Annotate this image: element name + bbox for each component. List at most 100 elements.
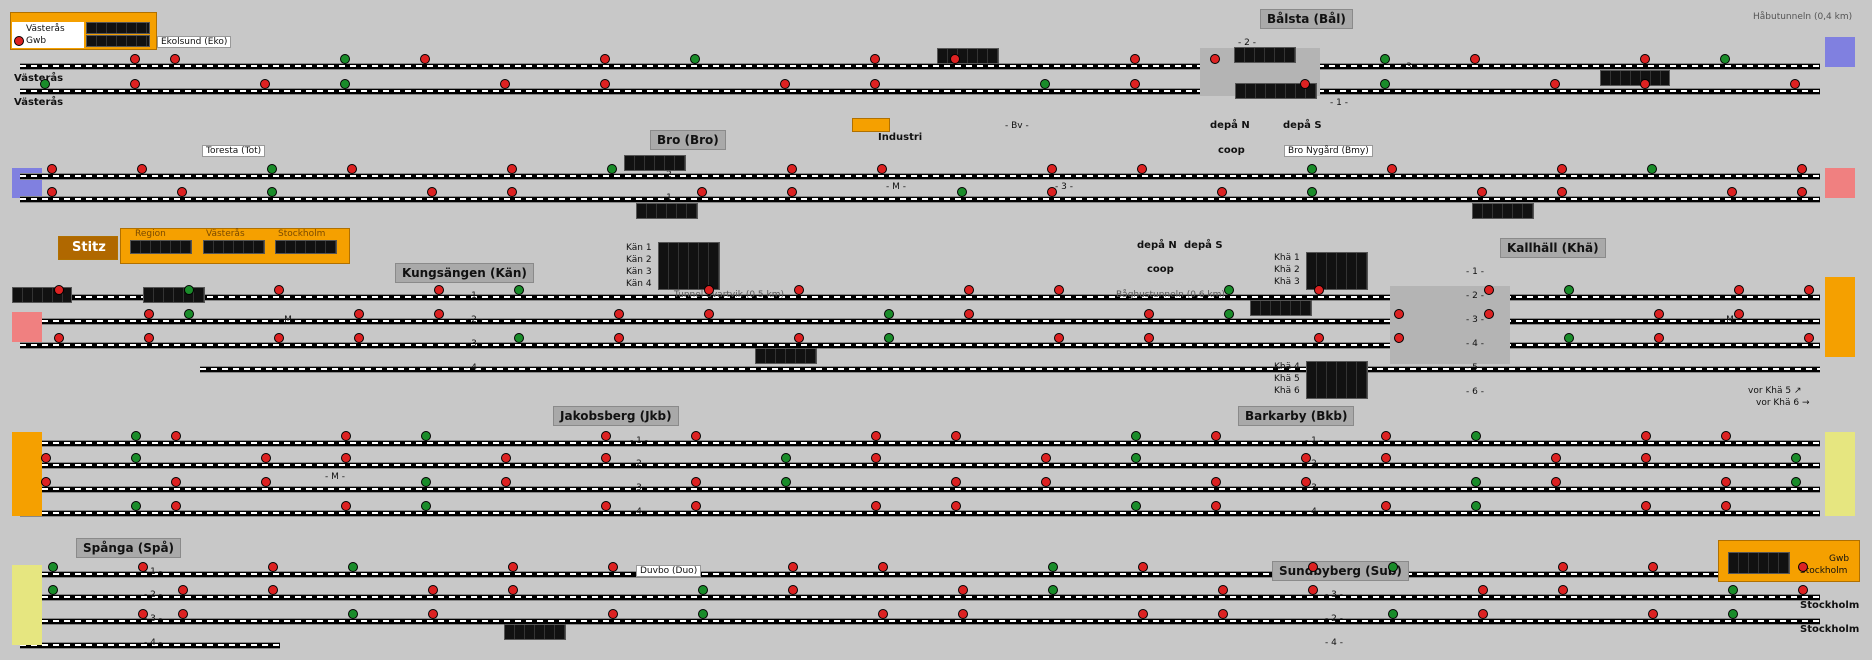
signal-icon[interactable]	[884, 309, 894, 319]
signal-icon[interactable]	[1047, 164, 1057, 174]
signal-icon[interactable]	[1647, 164, 1657, 174]
signal-icon[interactable]	[144, 333, 154, 343]
signal-icon[interactable]	[698, 609, 708, 619]
signal-icon[interactable]	[1484, 309, 1494, 319]
signal-icon[interactable]	[951, 501, 961, 511]
signal-icon[interactable]	[340, 54, 350, 64]
signal-icon[interactable]	[1137, 164, 1147, 174]
signal-icon[interactable]	[1564, 333, 1574, 343]
signal-icon[interactable]	[704, 285, 714, 295]
signal-icon[interactable]	[514, 333, 524, 343]
signal-icon[interactable]	[54, 285, 64, 295]
signal-icon[interactable]	[48, 562, 58, 572]
signal-icon[interactable]	[691, 431, 701, 441]
signal-icon[interactable]	[130, 79, 140, 89]
east-box-red[interactable]	[1825, 168, 1855, 198]
signal-icon[interactable]	[1387, 164, 1397, 174]
east-box-yellow[interactable]	[1825, 432, 1855, 516]
signal-icon[interactable]	[1144, 333, 1154, 343]
signal-icon[interactable]	[261, 477, 271, 487]
signal-icon[interactable]	[1721, 477, 1731, 487]
signal-icon[interactable]	[184, 309, 194, 319]
signal-icon[interactable]	[871, 431, 881, 441]
signal-icon[interactable]	[1551, 453, 1561, 463]
signal-icon[interactable]	[964, 285, 974, 295]
signal-icon[interactable]	[171, 501, 181, 511]
signal-icon[interactable]	[1380, 54, 1390, 64]
signal-icon[interactable]	[268, 585, 278, 595]
signal-icon[interactable]	[1550, 79, 1560, 89]
signal-icon[interactable]	[1210, 54, 1220, 64]
signal-icon[interactable]	[1314, 333, 1324, 343]
signal-icon[interactable]	[1798, 562, 1808, 572]
signal-icon[interactable]	[871, 501, 881, 511]
signal-icon[interactable]	[787, 164, 797, 174]
signal-icon[interactable]	[781, 453, 791, 463]
signal-icon[interactable]	[870, 79, 880, 89]
signal-icon[interactable]	[1388, 609, 1398, 619]
signal-icon[interactable]	[501, 453, 511, 463]
signal-icon[interactable]	[1471, 431, 1481, 441]
signal-icon[interactable]	[1654, 333, 1664, 343]
signal-icon[interactable]	[178, 609, 188, 619]
signal-icon[interactable]	[964, 309, 974, 319]
signal-icon[interactable]	[171, 431, 181, 441]
signal-icon[interactable]	[1131, 501, 1141, 511]
signal-icon[interactable]	[1641, 431, 1651, 441]
signal-icon[interactable]	[137, 164, 147, 174]
east-box-orange[interactable]	[1825, 277, 1855, 357]
signal-icon[interactable]	[1791, 477, 1801, 487]
endpoint-stockholm-1[interactable]: Stockholm	[1800, 600, 1860, 611]
signal-icon[interactable]	[144, 309, 154, 319]
signal-icon[interactable]	[354, 309, 364, 319]
signal-icon[interactable]	[131, 453, 141, 463]
signal-icon[interactable]	[54, 333, 64, 343]
signal-icon[interactable]	[1557, 164, 1567, 174]
signal-icon[interactable]	[1130, 79, 1140, 89]
signal-icon[interactable]	[1394, 333, 1404, 343]
track-row4-a[interactable]	[20, 440, 1820, 447]
signal-icon[interactable]	[1727, 187, 1737, 197]
signal-icon[interactable]	[184, 285, 194, 295]
signal-icon[interactable]	[1648, 562, 1658, 572]
signal-icon[interactable]	[1734, 309, 1744, 319]
signal-icon[interactable]	[871, 453, 881, 463]
signal-icon[interactable]	[341, 453, 351, 463]
station-kungsangen[interactable]: Kungsängen (Kän)	[395, 263, 534, 283]
signal-icon[interactable]	[428, 609, 438, 619]
signal-icon[interactable]	[1307, 164, 1317, 174]
signal-icon[interactable]	[421, 431, 431, 441]
signal-icon[interactable]	[600, 54, 610, 64]
signal-icon[interactable]	[348, 609, 358, 619]
signal-icon[interactable]	[1640, 79, 1650, 89]
track-row4-b[interactable]	[20, 462, 1820, 469]
track-row5-d[interactable]	[20, 642, 280, 649]
signal-icon[interactable]	[341, 501, 351, 511]
signal-icon[interactable]	[1048, 585, 1058, 595]
signal-icon[interactable]	[1551, 477, 1561, 487]
signal-icon[interactable]	[1477, 187, 1487, 197]
signal-icon[interactable]	[178, 585, 188, 595]
signal-icon[interactable]	[434, 309, 444, 319]
signal-icon[interactable]	[1048, 562, 1058, 572]
signal-icon[interactable]	[1471, 477, 1481, 487]
signal-icon[interactable]	[1721, 431, 1731, 441]
signal-icon[interactable]	[47, 164, 57, 174]
stitz-label-panel[interactable]	[58, 236, 118, 260]
signal-icon[interactable]	[1300, 79, 1310, 89]
signal-icon[interactable]	[267, 164, 277, 174]
track-row1-b[interactable]	[20, 88, 1820, 95]
signal-icon[interactable]	[131, 431, 141, 441]
signal-icon[interactable]	[1734, 285, 1744, 295]
signal-icon[interactable]	[1144, 309, 1154, 319]
signal-icon[interactable]	[1797, 187, 1807, 197]
signal-icon[interactable]	[1797, 164, 1807, 174]
signal-icon[interactable]	[1564, 285, 1574, 295]
signal-icon[interactable]	[340, 79, 350, 89]
signal-icon[interactable]	[1308, 562, 1318, 572]
station-barkarby[interactable]: Barkarby (Bkb)	[1238, 406, 1355, 426]
signal-icon[interactable]	[1381, 501, 1391, 511]
signal-icon[interactable]	[1558, 585, 1568, 595]
west-box-yellow[interactable]	[12, 565, 42, 645]
signal-icon[interactable]	[1394, 309, 1404, 319]
